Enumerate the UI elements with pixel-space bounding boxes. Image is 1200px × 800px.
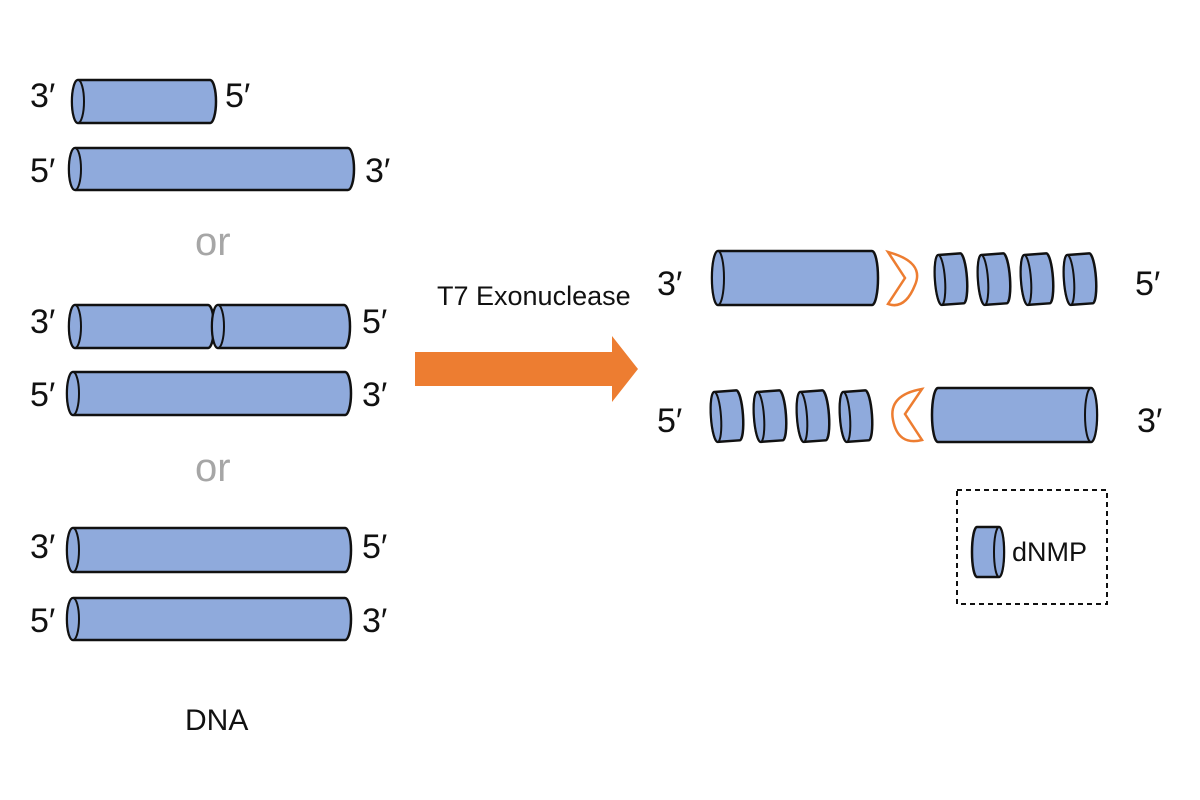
label-3prime: 3′ [657,265,682,303]
dna-strands [65,78,1099,642]
dnmp-nucleotide-icon [752,389,788,444]
or-text: or [195,220,231,264]
exonuclease-enzyme-icon [885,249,919,307]
dna-strand-digested [930,386,1099,444]
label-5prime: 5′ [30,602,55,640]
dna-strand-long [65,596,353,642]
dna-strand-short [70,78,218,125]
legend-dnmp-icon [970,525,1006,579]
dna-strand-digested [710,249,880,307]
dnmp-nucleotide-icon [933,252,969,307]
dna-strand-long [65,526,353,574]
dnmp-nucleotide-icon [838,389,874,444]
label-3prime: 3′ [365,152,390,190]
dnmp-nucleotide-icon [709,389,745,444]
label-5prime: 5′ [362,303,387,341]
dnmp-nucleotide-icon [1019,252,1055,307]
label-5prime: 5′ [1135,265,1160,303]
label-3prime: 3′ [30,303,55,341]
dnmp-nucleotide-icon [795,389,831,444]
reaction-arrow-icon [415,336,638,402]
enzyme-label: T7 Exonuclease [437,281,631,311]
dna-strand-long [67,146,356,192]
label-3prime: 3′ [30,528,55,566]
or-text: or [195,446,231,490]
legend-dnmp-label: dNMP [1012,537,1087,567]
dna-strand-long [65,370,353,417]
label-3prime: 3′ [30,77,55,115]
legend-box [956,489,1108,605]
label-3prime: 3′ [362,376,387,414]
label-5prime: 5′ [30,376,55,414]
exonuclease-enzyme-icon [891,387,925,443]
label-5prime: 5′ [225,77,250,115]
dnmp-nucleotide-icon [1062,252,1098,307]
dna-strand-nicked-part [67,303,216,350]
dna-caption: DNA [185,704,248,737]
dna-strand-nicked-part [210,303,352,350]
label-5prime: 5′ [657,402,682,440]
label-5prime: 5′ [362,528,387,566]
label-3prime: 3′ [1137,402,1162,440]
label-3prime: 3′ [362,602,387,640]
dnmp-nucleotide-icon [976,252,1012,307]
label-5prime: 5′ [30,152,55,190]
